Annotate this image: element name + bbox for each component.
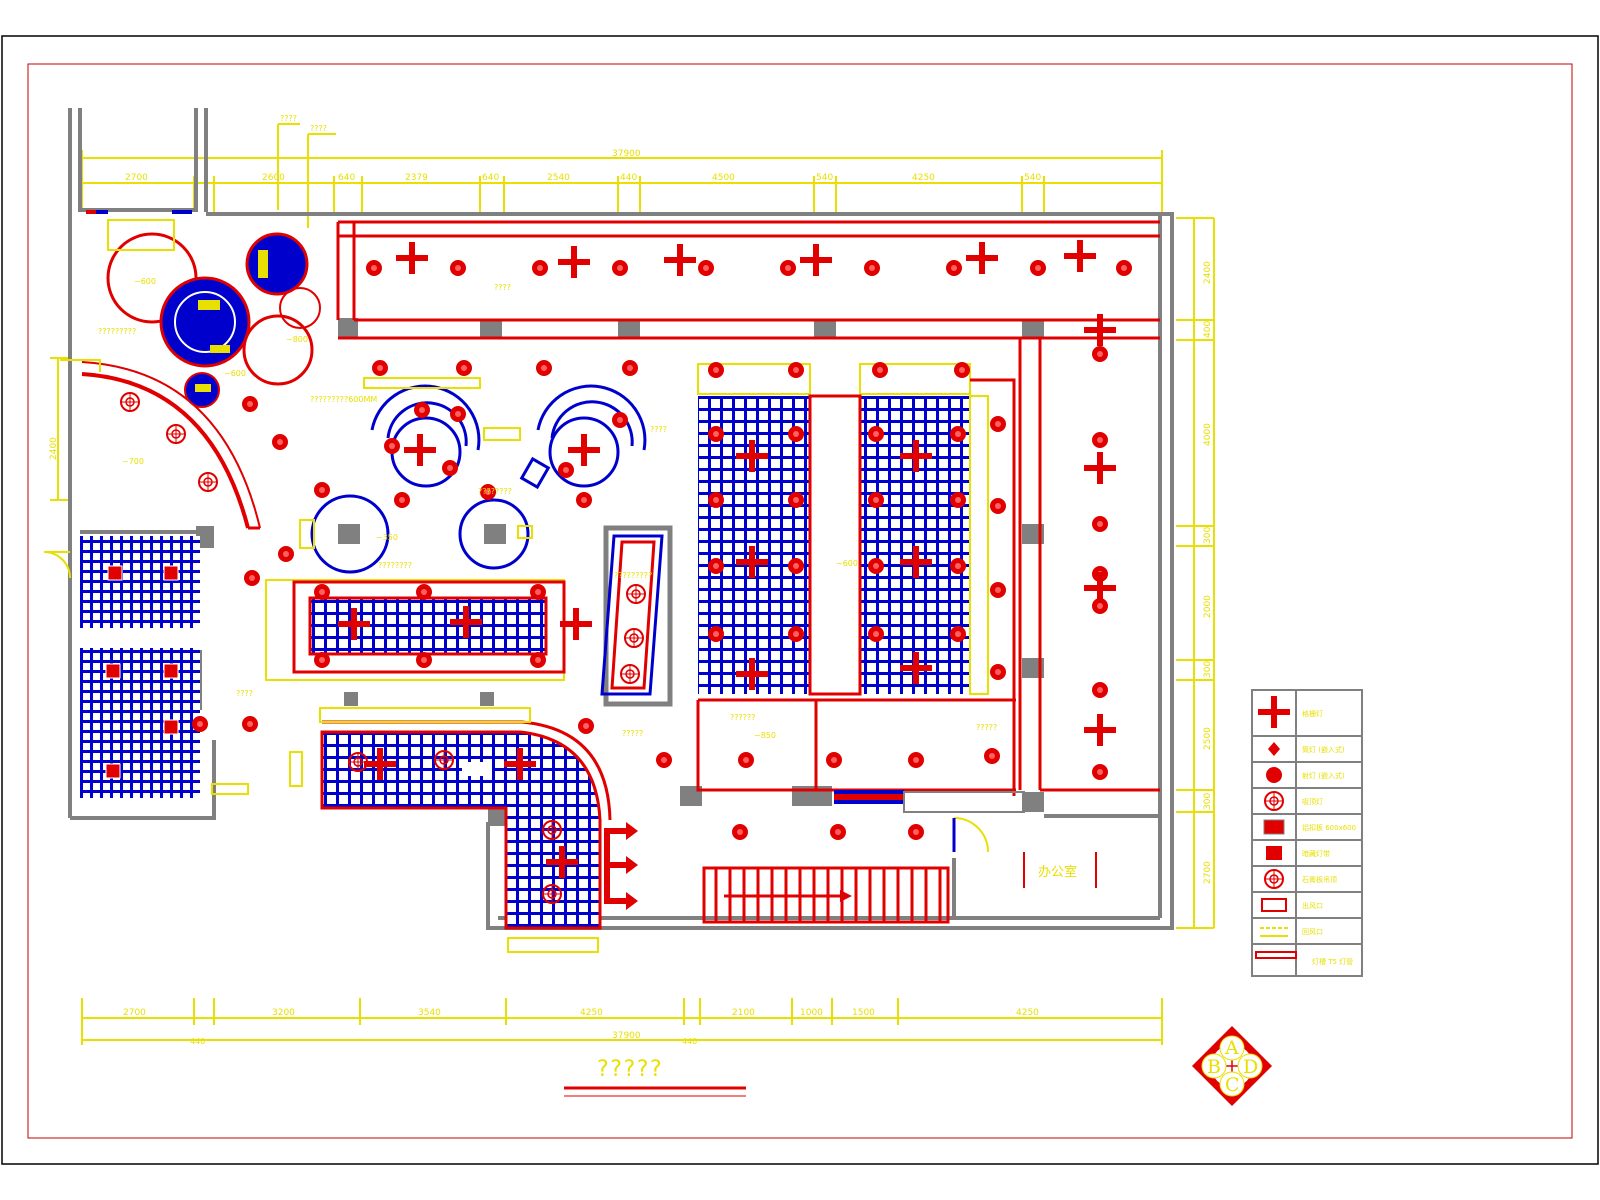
dim-label: 3200 xyxy=(272,1008,295,1018)
annotation: ???? xyxy=(494,283,511,292)
dim-label: 2500 xyxy=(1203,727,1213,750)
top-dim-labels: 2700 2600 640 2379 640 2540 440 4500 540… xyxy=(125,114,1041,183)
walls xyxy=(68,108,1174,930)
dim-label: 2400 xyxy=(1203,261,1213,284)
annotation: ?????? xyxy=(730,713,755,722)
bottom-dimensions xyxy=(81,998,1163,1045)
legend-item: 射灯 (嵌入式) xyxy=(1302,771,1345,780)
inner-frame xyxy=(27,63,1573,1139)
office-label: 办公室 xyxy=(1038,864,1077,880)
dim-label: 2700 xyxy=(1203,861,1213,884)
level-mark: ~600 xyxy=(836,559,858,568)
dim-label: 2700 xyxy=(125,173,148,183)
compass-label-d: D xyxy=(1243,1056,1258,1078)
annotation: ???????? xyxy=(378,561,412,570)
dim-label: 2100 xyxy=(732,1008,755,1018)
dim-label: 300 xyxy=(1203,793,1213,810)
right-dim-labels: 2400 400 4000 300 2000 300 2500 300 2700 xyxy=(1203,261,1213,884)
level-mark: ~800 xyxy=(286,335,308,344)
compass-label-b: B xyxy=(1207,1056,1221,1078)
staircase xyxy=(702,790,950,924)
level-mark: ~600 xyxy=(134,277,156,286)
compass-label-a: A xyxy=(1224,1037,1239,1059)
top-corridor xyxy=(336,220,1160,792)
dim-label: 300 xyxy=(1203,661,1213,678)
legend-item: 格栅灯 xyxy=(1302,709,1323,718)
dim-label: 300 xyxy=(1203,527,1213,544)
leader-note: ???? xyxy=(310,124,327,133)
dim-label: 4250 xyxy=(912,173,935,183)
legend-item: 出风口 xyxy=(1302,901,1323,910)
annotation: ????? xyxy=(976,723,997,732)
legend-item: 回风口 xyxy=(1302,928,1323,936)
legend-item: 暗藏灯带 xyxy=(1302,849,1330,858)
level-mark: ~700 xyxy=(122,457,144,466)
dim-label: 440 xyxy=(682,1037,697,1046)
exit-arrows xyxy=(604,822,638,910)
legend-item: 铝扣板 600x600 xyxy=(1302,823,1356,832)
compass-rose xyxy=(1192,1026,1272,1106)
legend-item: 吸顶灯 xyxy=(1302,797,1323,806)
legend-symbols xyxy=(1255,696,1297,959)
level-mark: ~850 xyxy=(754,731,776,740)
drawing-title: ????? xyxy=(596,1057,662,1082)
annotation: ?????????600MM xyxy=(310,395,377,404)
legend-labels: 格栅灯 筒灯 (嵌入式) 射灯 (嵌入式) 吸顶灯 铝扣板 600x600 暗藏… xyxy=(1302,709,1356,966)
dim-label: 440 xyxy=(620,173,637,183)
dim-label: 2000 xyxy=(1203,595,1213,618)
level-mark: ~600 xyxy=(224,369,246,378)
dim-label: 400 xyxy=(1203,321,1213,338)
dim-label: 4250 xyxy=(580,1008,603,1018)
annotation: ????? xyxy=(622,729,643,738)
reception-arc xyxy=(60,359,261,530)
dim-top-overall: 37900 xyxy=(612,149,641,159)
toilet-grid xyxy=(43,536,200,798)
dim-label: 540 xyxy=(816,173,833,183)
legend-table xyxy=(1251,689,1363,977)
dim-label: 4250 xyxy=(1016,1008,1039,1018)
office-room xyxy=(903,791,1097,888)
dim-label: 440 xyxy=(190,1037,205,1046)
lounge-seating xyxy=(299,377,647,574)
dim-label: 2600 xyxy=(262,173,285,183)
leader-note: ???? xyxy=(280,114,297,123)
bar-counter xyxy=(265,579,592,681)
grid-ceiling-1 xyxy=(696,363,1016,796)
dim-label: 2700 xyxy=(123,1008,146,1018)
lounge-lights xyxy=(244,360,638,586)
annotation: ????????? xyxy=(98,327,136,336)
right-dimensions xyxy=(1176,217,1215,929)
dim-label: 2400 xyxy=(49,437,59,460)
dim-label: 540 xyxy=(1024,173,1041,183)
compass-label-c: C xyxy=(1225,1074,1240,1096)
corridor-lights xyxy=(366,240,1132,362)
dim-label: 2379 xyxy=(405,173,428,183)
display-counter xyxy=(600,525,673,707)
dim-label: 1500 xyxy=(852,1008,875,1018)
dim-label: 1000 xyxy=(800,1008,823,1018)
annotation: ???? xyxy=(650,425,667,434)
annotation: ????????? xyxy=(614,571,652,580)
reception-area xyxy=(86,210,321,408)
annotation: ???????? xyxy=(478,487,512,496)
dim-label: 3540 xyxy=(418,1008,441,1018)
dim-label: 2540 xyxy=(547,173,570,183)
dim-label: 640 xyxy=(338,173,355,183)
right-corridor-lights xyxy=(1084,432,1116,780)
level-mark: ~350 xyxy=(376,533,398,542)
legend-item: 石膏板吊顶 xyxy=(1302,875,1337,884)
dim-bottom-overall: 37900 xyxy=(612,1031,641,1041)
bottom-dim-labels: 2700 3200 3540 4250 2100 1000 1500 4250 … xyxy=(123,1008,1039,1046)
outer-border xyxy=(1,35,1599,1165)
dim-label: 640 xyxy=(482,173,499,183)
dim-label: 4500 xyxy=(712,173,735,183)
legend-item: 筒灯 (嵌入式) xyxy=(1302,745,1345,754)
annotation: ???? xyxy=(236,689,253,698)
dim-label: 4000 xyxy=(1203,423,1213,446)
l-shaped-ceiling xyxy=(211,707,612,953)
legend-item: 灯槽 T5 灯管 xyxy=(1312,957,1353,966)
